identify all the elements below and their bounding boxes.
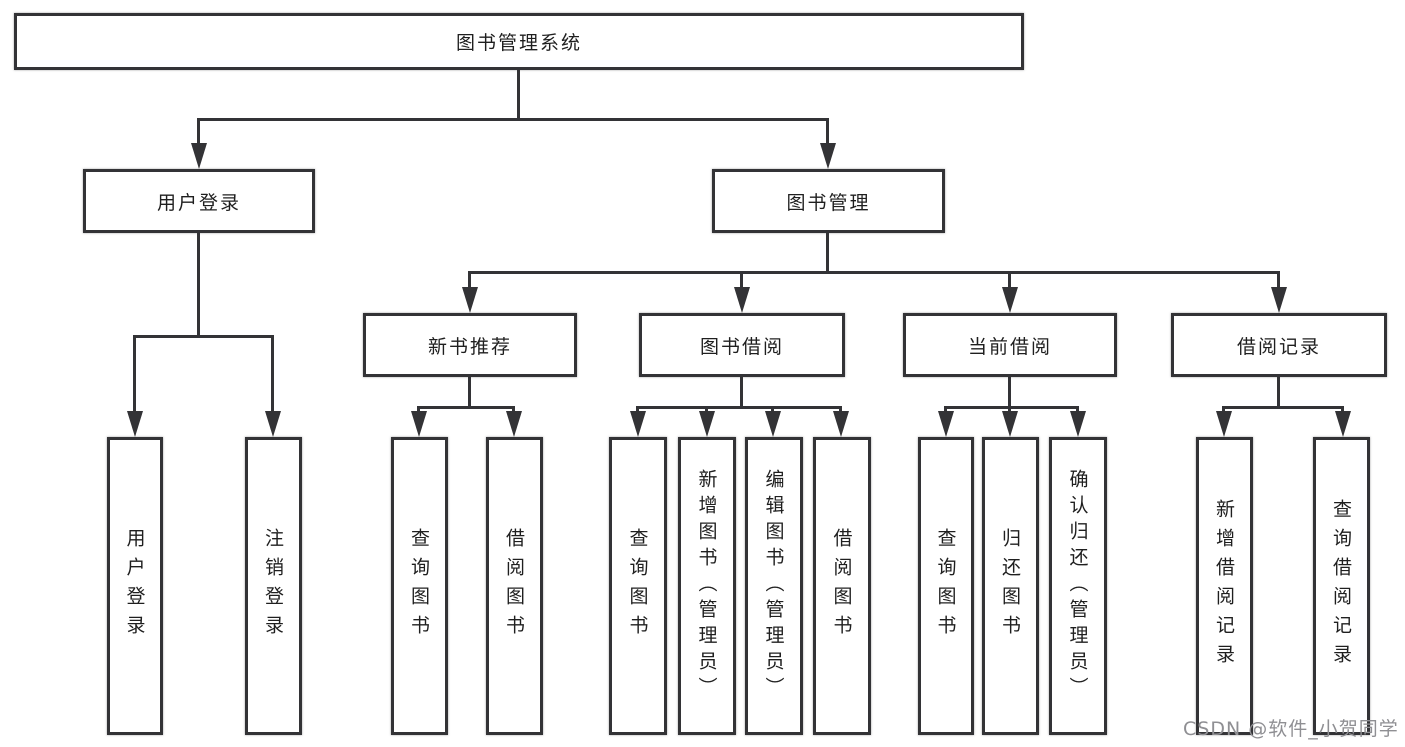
node-library-system: 图书管理系统: [14, 13, 1024, 70]
arrowhead-borrow-child1-icon: [630, 411, 646, 437]
leaf-add-borrow-record-label: 新增借阅记录: [1213, 499, 1235, 673]
connector-user-child2-drop: [271, 335, 274, 413]
leaf-user-login: 用户登录: [107, 437, 163, 735]
arrowhead-current-child3-icon: [1070, 411, 1086, 437]
arrowhead-recommend-icon: [462, 287, 478, 313]
arrowhead-current-child2-icon: [1002, 411, 1018, 437]
leaf-confirm-return-admin-label: 确认归还（管理员）: [1066, 469, 1089, 703]
connector-borrow-child4-drop: [839, 406, 842, 414]
leaf-return-books: 归还图书: [982, 437, 1039, 735]
connector-recommend-distributor: [417, 406, 515, 409]
connector-current-child2-drop: [1008, 406, 1011, 414]
arrowhead-recommend-child1-icon: [411, 411, 427, 437]
leaf-recommend-borrow-books-label: 借阅图书: [503, 528, 525, 644]
arrowhead-login-leaf-icon: [127, 411, 143, 437]
leaf-return-books-label: 归还图书: [999, 528, 1021, 644]
arrowhead-borrow-child3-icon: [765, 411, 781, 437]
leaf-add-books-admin-label: 新增图书（管理员）: [695, 469, 718, 703]
node-book-borrow-label: 图书借阅: [699, 335, 784, 358]
node-user-login-label: 用户登录: [156, 191, 241, 214]
connector-current-stem: [1008, 377, 1011, 406]
connector-records-drop: [1277, 271, 1280, 289]
arrowhead-user-login-icon: [191, 143, 207, 169]
arrowhead-borrow-child2-icon: [699, 411, 715, 437]
node-book-management: 图书管理: [712, 169, 945, 233]
arrowhead-records-child2-icon: [1335, 411, 1351, 437]
connector-borrow-child2-drop: [705, 406, 708, 414]
node-current-borrow-label: 当前借阅: [967, 335, 1052, 358]
connector-mgmt-branch-stem: [826, 233, 829, 271]
leaf-borrow-books: 借阅图书: [813, 437, 871, 735]
arrowhead-current-child1-icon: [938, 411, 954, 437]
node-user-login: 用户登录: [83, 169, 315, 233]
arrowhead-logout-leaf-icon: [265, 411, 281, 437]
leaf-borrow-query-books: 查询图书: [609, 437, 667, 735]
arrowhead-borrow-icon: [734, 287, 750, 313]
connector-borrow-child3-drop: [771, 406, 774, 414]
leaf-query-borrow-record-label: 查询借阅记录: [1330, 499, 1352, 673]
node-book-management-label: 图书管理: [786, 191, 871, 214]
connector-borrow-distributor: [636, 406, 842, 409]
leaf-edit-books-admin-label: 编辑图书（管理员）: [762, 469, 785, 703]
node-new-book-recommend: 新书推荐: [363, 313, 577, 377]
arrowhead-records-child1-icon: [1216, 411, 1232, 437]
connector-records-distributor: [1222, 406, 1344, 409]
arrowhead-borrow-child4-icon: [833, 411, 849, 437]
leaf-current-query-books: 查询图书: [918, 437, 974, 735]
connector-level3-distributor: [468, 271, 1280, 274]
connector-records-stem: [1277, 377, 1280, 406]
leaf-query-borrow-record: 查询借阅记录: [1313, 437, 1370, 735]
connector-current-distributor: [944, 406, 1079, 409]
connector-borrow-drop: [740, 271, 743, 289]
connector-borrow-child1-drop: [636, 406, 639, 414]
leaf-user-login-label: 用户登录: [123, 528, 146, 644]
leaf-add-borrow-record: 新增借阅记录: [1196, 437, 1253, 735]
leaf-edit-books-admin: 编辑图书（管理员）: [745, 437, 803, 735]
connector-root-stem: [517, 70, 520, 118]
connector-records-child1-drop: [1222, 406, 1225, 414]
connector-user-login-drop: [197, 118, 200, 146]
arrowhead-records-icon: [1271, 287, 1287, 313]
node-new-book-recommend-label: 新书推荐: [427, 335, 512, 358]
csdn-watermark: CSDN @软件_小贺同学: [1183, 718, 1399, 740]
connector-recommend-child2-drop: [512, 406, 515, 414]
connector-recommend-stem: [468, 377, 471, 406]
leaf-recommend-borrow-books: 借阅图书: [486, 437, 543, 735]
connector-current-child3-drop: [1076, 406, 1079, 414]
arrowhead-current-icon: [1002, 287, 1018, 313]
connector-user-branch-stem: [197, 233, 200, 335]
connector-records-child2-drop: [1341, 406, 1344, 414]
node-current-borrow: 当前借阅: [903, 313, 1117, 377]
leaf-borrow-books-label: 借阅图书: [830, 528, 853, 644]
leaf-add-books-admin: 新增图书（管理员）: [678, 437, 736, 735]
arrowhead-recommend-child2-icon: [506, 411, 522, 437]
leaf-recommend-query-books-label: 查询图书: [408, 528, 430, 644]
connector-level2-distributor: [197, 118, 829, 121]
connector-recommend-child1-drop: [417, 406, 420, 414]
connector-borrow-stem: [740, 377, 743, 406]
leaf-confirm-return-admin: 确认归还（管理员）: [1049, 437, 1107, 735]
connector-book-mgmt-drop: [826, 118, 829, 146]
node-borrow-records-label: 借阅记录: [1236, 335, 1321, 358]
node-library-system-label: 图书管理系统: [455, 32, 582, 54]
leaf-current-query-books-label: 查询图书: [934, 528, 957, 644]
connector-user-child1-drop: [133, 335, 136, 413]
connector-recommend-drop: [468, 271, 471, 289]
leaf-borrow-query-books-label: 查询图书: [626, 528, 649, 644]
leaf-logout: 注销登录: [245, 437, 302, 735]
node-book-borrow: 图书借阅: [639, 313, 845, 377]
node-borrow-records: 借阅记录: [1171, 313, 1387, 377]
connector-current-drop: [1008, 271, 1011, 289]
arrowhead-book-mgmt-icon: [820, 143, 836, 169]
connector-current-child1-drop: [944, 406, 947, 414]
connector-user-children-distributor: [133, 335, 274, 338]
leaf-recommend-query-books: 查询图书: [391, 437, 448, 735]
leaf-logout-label: 注销登录: [262, 528, 284, 644]
